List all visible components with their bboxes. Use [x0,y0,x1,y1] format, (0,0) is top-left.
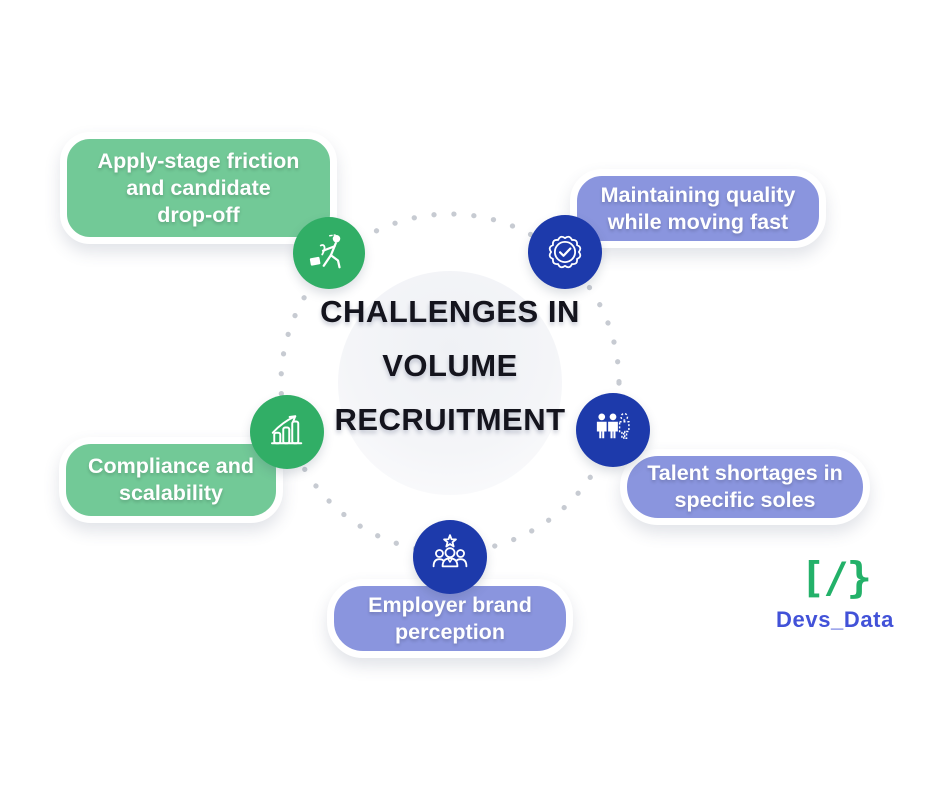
bubble-label: Maintaining quality while moving fast [600,182,796,234]
bubble-compliance-scalability: Compliance and scalability [59,437,283,523]
bubble-label: Employer brand perception [368,592,532,644]
title-line-2: VOLUME [382,348,518,383]
people-star-icon [413,520,487,594]
devsdata-brackets-icon: [/} [800,553,872,602]
bubble-label: Compliance and scalability [87,454,255,505]
title-line-1: CHALLENGES IN [320,294,580,329]
bubble-label: Apply-stage friction and candidate drop-… [97,148,300,227]
quality-badge-check-icon [528,215,602,289]
walking-person-briefcase-icon [293,217,365,289]
growth-bar-chart-icon [250,395,324,469]
bubble-talent-shortages: Talent shortages in specific soles [620,449,870,525]
title-line-3: RECRUITMENT [334,402,566,437]
devsdata-logo: [/} Devs_Data [745,555,925,633]
bubble-maintaining-quality: Maintaining quality while moving fast [570,169,826,248]
people-missing-member-icon [576,393,650,467]
bubble-apply-stage-friction: Apply-stage friction and candidate drop-… [60,132,337,244]
devsdata-logo-text: Devs_Data [776,607,894,632]
center-circle [338,271,562,495]
bubble-label: Talent shortages in specific soles [647,461,843,512]
infographic-title: CHALLENGES IN VOLUME RECRUITMENT [280,296,620,458]
